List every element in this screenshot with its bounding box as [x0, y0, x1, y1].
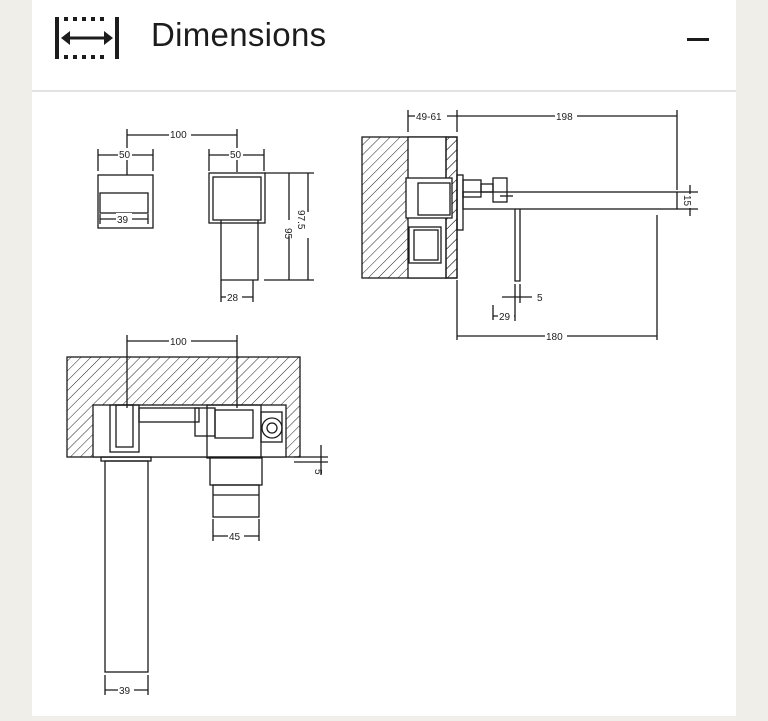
minus-icon: [687, 38, 709, 41]
dim-plate-gap: 5: [537, 293, 543, 304]
dimensions-panel: Dimensions: [32, 0, 736, 716]
dim-handle-width: 50: [230, 150, 242, 161]
dim-plate-offset: 29: [499, 312, 511, 323]
dim-top-gap: 5: [312, 469, 323, 475]
handle-view: [208, 172, 314, 302]
panel-title: Dimensions: [151, 16, 327, 53]
collapse-toggle[interactable]: [684, 30, 714, 50]
dim-overall: 180: [546, 332, 563, 343]
dimensions-ruler-icon: [55, 17, 119, 59]
dim-front-spout: 39: [117, 215, 129, 226]
dim-handle-97-5: 97.5: [295, 210, 306, 230]
dim-front-handle: 50: [119, 150, 131, 161]
dim-top-spout: 39: [119, 686, 131, 697]
dim-spout-thickness: 15: [681, 195, 692, 207]
dim-handle-95: 95: [282, 228, 293, 240]
dim-front-centers: 100: [170, 130, 187, 141]
technical-drawing: 100 50 39 50 95 97.5 28 49-61 198 15 5 2…: [66, 110, 698, 697]
dim-wall-depth: 49-61: [416, 112, 442, 123]
side-view: [361, 110, 698, 340]
dim-top-centers: 100: [170, 337, 187, 348]
panel-header[interactable]: Dimensions: [32, 0, 736, 92]
dim-top-handle: 45: [229, 532, 241, 543]
top-view: [66, 335, 328, 695]
dim-spout-reach: 198: [556, 112, 573, 123]
dim-handle-base: 28: [227, 293, 239, 304]
